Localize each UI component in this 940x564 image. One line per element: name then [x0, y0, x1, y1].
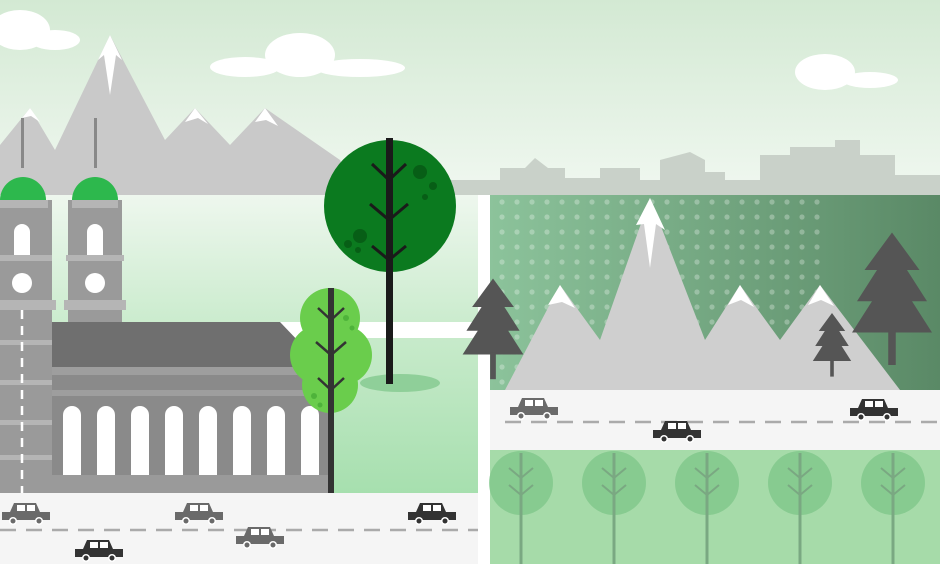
mountains-left — [0, 35, 360, 200]
mountains-right — [505, 198, 900, 390]
church — [0, 118, 330, 493]
divider-path — [478, 195, 490, 564]
dome-icon — [0, 177, 46, 200]
clouds — [0, 10, 898, 90]
small-tree — [290, 288, 372, 493]
city-skyline — [450, 140, 940, 195]
road-left — [0, 493, 478, 564]
dome-icon — [72, 177, 118, 200]
big-tree — [324, 138, 456, 392]
